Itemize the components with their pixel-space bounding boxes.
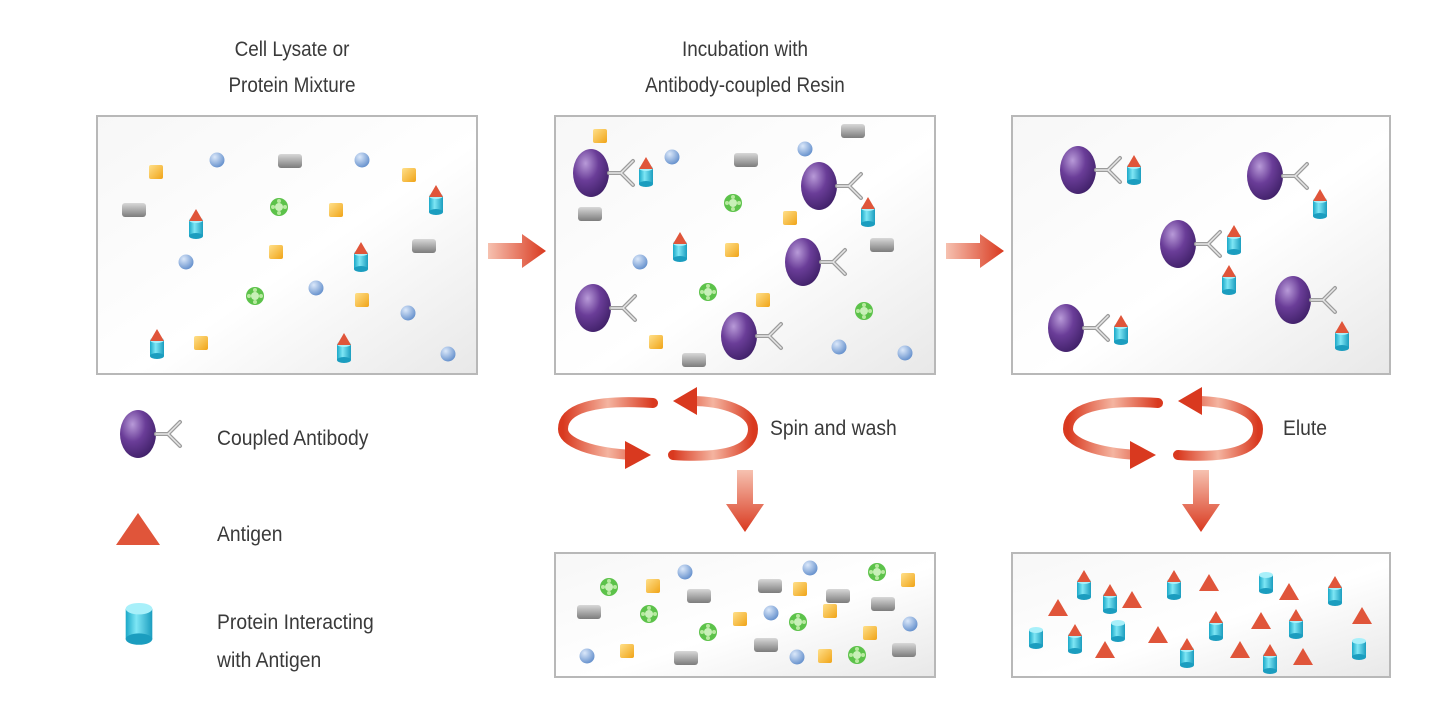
- legend-antigen-label: Antigen: [217, 523, 283, 546]
- step1-title-line1: Cell Lysate or: [234, 38, 350, 61]
- protein-cylinder-icon: [125, 603, 153, 645]
- step2-title-line2: Antibody-coupled Resin: [645, 74, 845, 97]
- rotation-arrows-icon: [1068, 387, 1258, 469]
- step1-title-line2: Protein Mixture: [228, 74, 356, 97]
- down-arrow-icon: [1182, 470, 1220, 532]
- legend-antibody-label: Coupled Antibody: [217, 427, 369, 450]
- right-arrow-icon: [946, 234, 1004, 268]
- step2-title-line1: Incubation with: [681, 38, 809, 61]
- panel-eluate: [1011, 552, 1391, 678]
- legend-interacting-line1: Protein Interacting: [217, 611, 374, 634]
- elute-label: Elute: [1283, 417, 1328, 440]
- rotation-arrows-icon: [563, 387, 753, 469]
- antibody-bead-icon: [120, 410, 180, 458]
- right-arrow-icon: [488, 234, 546, 268]
- legend-interacting-label: Protein Interacting with Antigen: [217, 604, 374, 680]
- legend-interacting-line2: with Antigen: [217, 649, 322, 672]
- step1-title: Cell Lysate or Protein Mixture: [184, 32, 400, 104]
- down-arrow-icon: [726, 470, 764, 532]
- step2-title: Incubation with Antibody-coupled Resin: [615, 32, 876, 104]
- antigen-triangle-icon: [116, 513, 160, 545]
- spin-wash-label: Spin and wash: [770, 417, 897, 440]
